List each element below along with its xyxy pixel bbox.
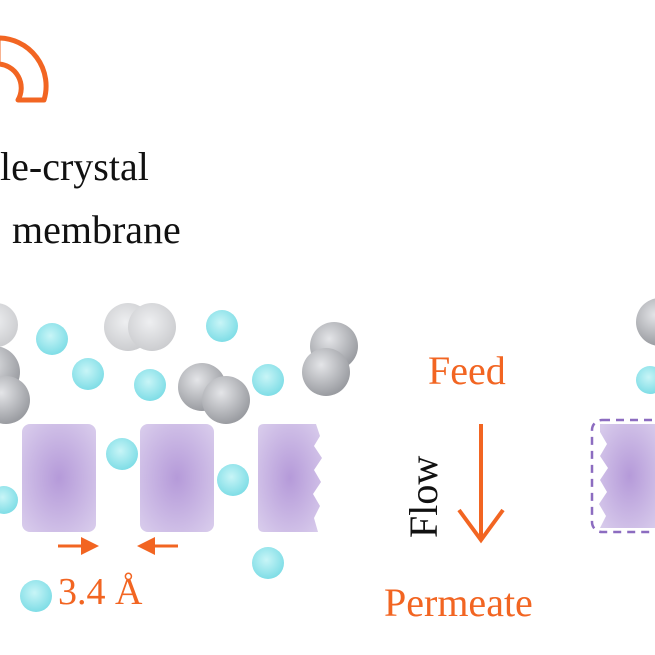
flow-label: Flow [401,456,446,538]
dashed-membrane-block [590,418,655,534]
small-molecule [20,580,52,612]
small-molecule [72,358,104,390]
small-molecule [0,486,18,514]
feed-label: Feed [428,348,506,393]
small-molecule [134,369,166,401]
membrane-block-fractured [258,424,322,532]
large-molecule [636,298,655,346]
small-molecule [36,323,68,355]
large-molecule [0,346,30,424]
small-molecule [252,364,284,396]
orange-arc-icon [0,35,49,103]
membrane-block [22,424,96,532]
pore-size-label: 3.4 Å [58,571,143,613]
membrane-block [140,424,214,532]
large-molecule [0,303,18,347]
small-molecule [636,366,655,394]
title-line-1: le-crystal [0,144,149,189]
large-molecule [178,363,250,424]
title-line-2: membrane [12,207,181,252]
large-molecule [302,322,358,396]
large-molecule [104,303,176,351]
small-molecule [217,464,249,496]
small-molecule [252,547,284,579]
small-molecule [106,438,138,470]
small-molecule [206,310,238,342]
down-arrow-icon [457,424,505,544]
permeate-label: Permeate [384,580,533,625]
